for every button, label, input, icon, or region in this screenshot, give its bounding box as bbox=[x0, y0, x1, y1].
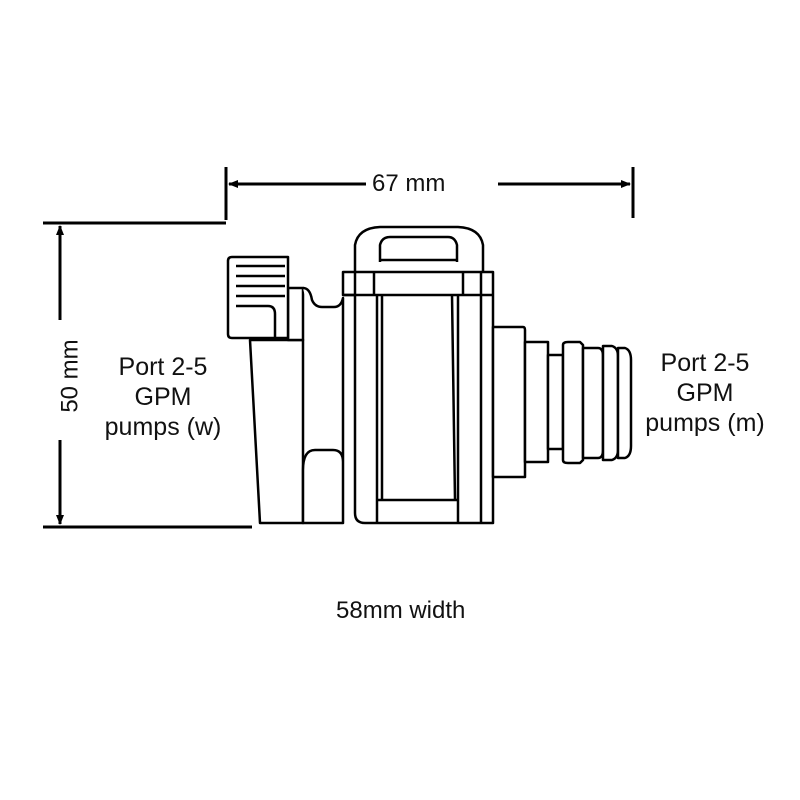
length-dimension-label: 67 mm bbox=[366, 170, 452, 198]
left-port-line1: Port 2-5 bbox=[118, 353, 208, 381]
width-dimension-label: 58mm width bbox=[336, 597, 466, 625]
dome bbox=[353, 225, 485, 272]
pump-body bbox=[226, 225, 633, 525]
motor-housing bbox=[341, 270, 495, 525]
height-dimension-label: 50 mm bbox=[56, 333, 85, 419]
left-port-line2: GPM bbox=[134, 383, 192, 411]
right-port-line2: GPM bbox=[676, 379, 734, 407]
left-port-label: Port 2-5 GPM pumps (w) bbox=[88, 352, 238, 442]
dimension-lines bbox=[43, 167, 635, 529]
outlet-collar bbox=[523, 340, 550, 464]
neck bbox=[301, 286, 345, 525]
right-port-label: Port 2-5 GPM pumps (m) bbox=[630, 348, 780, 438]
inlet-housing bbox=[248, 338, 305, 525]
right-port-line3: pumps (m) bbox=[645, 409, 765, 437]
knob bbox=[226, 255, 290, 340]
outlet-ring bbox=[561, 340, 585, 465]
left-port-line3: pumps (w) bbox=[104, 413, 222, 441]
right-port-line1: Port 2-5 bbox=[660, 349, 750, 377]
outlet-block bbox=[491, 325, 527, 479]
